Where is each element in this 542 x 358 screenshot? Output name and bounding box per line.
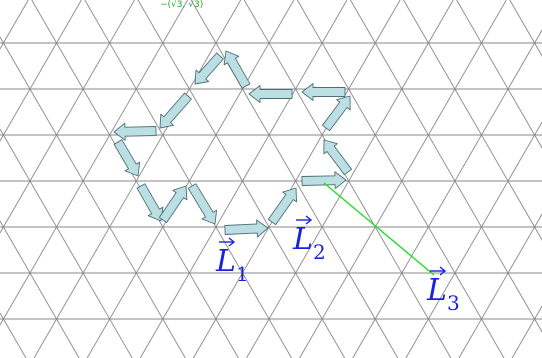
lattice-step-arrow: [113, 122, 157, 141]
lattice-step-arrow: [194, 52, 224, 85]
grid-line-diagonal-rising: [86, 0, 295, 358]
lattice-step-arrow: [248, 85, 293, 103]
grid-line-diagonal-falling: [350, 0, 542, 333]
l3-letter: L: [426, 273, 447, 308]
grid-line-diagonal-falling: [0, 220, 80, 358]
grid-line-diagonal-falling: [296, 0, 505, 358]
grid-line-diagonal-rising: [0, 0, 135, 234]
l1-subscript: 1: [236, 262, 249, 286]
grid-line-diagonal-rising: [0, 0, 189, 326]
grid-line-diagonal-rising: [458, 213, 542, 358]
l3-connector-line: [323, 182, 435, 276]
lattice-step-arrow: [224, 219, 269, 238]
l2-letter: L: [292, 222, 313, 257]
hexagonal-arrow-loop: [113, 50, 353, 238]
grid-line-diagonal-rising: [193, 0, 401, 358]
grid-line-diagonal-rising: [299, 0, 507, 358]
grid-line-diagonal-rising: [0, 0, 29, 50]
l3-subscript: 3: [447, 291, 460, 315]
grid-line-diagonal-falling: [243, 0, 452, 358]
grid-line-diagonal-rising: [352, 29, 542, 358]
l2-subscript: 2: [313, 240, 326, 264]
label-l3: L 3: [426, 266, 460, 315]
grid-line-diagonal-falling: [403, 0, 542, 241]
label-l1: L 1: [215, 237, 249, 286]
lattice-step-arrow: [301, 83, 346, 101]
grid-line-diagonal-rising: [511, 305, 542, 358]
lattice-step-arrow: [136, 183, 164, 222]
lattice-step-arrow: [158, 185, 188, 223]
lattice-step-arrow: [321, 95, 351, 132]
grid-line-diagonal-falling: [0, 36, 186, 358]
lattice-step-arrow: [187, 183, 218, 225]
lattice-step-arrow: [159, 92, 192, 129]
grid-line-diagonal-falling: [137, 0, 346, 358]
grid-line-diagonal-rising: [246, 0, 454, 358]
grid-line-diagonal-falling: [31, 0, 239, 358]
lattice-step-arrow: [267, 187, 298, 226]
grid-line-diagonal-rising: [33, 0, 242, 358]
label-l2: L 2: [292, 215, 326, 264]
grid-line-diagonal-falling: [84, 0, 292, 358]
grid-line-diagonal-falling: [0, 312, 27, 358]
lattice-step-arrow: [323, 139, 353, 176]
grid-line-diagonal-rising: [405, 121, 542, 358]
lattice-step-arrow: [301, 171, 347, 190]
grid-line-diagonal-falling: [456, 0, 542, 149]
lattice-step-arrow: [113, 139, 141, 177]
grid-line-diagonal-falling: [0, 128, 133, 358]
top-fragment-text: −(√3, √3): [160, 0, 203, 10]
lattice-step-arrow: [223, 50, 251, 89]
grid-line-diagonal-falling: [190, 0, 399, 358]
grid-line-diagonal-rising: [139, 0, 348, 358]
l1-letter: L: [215, 244, 236, 279]
grid-line-diagonal-rising: [0, 0, 82, 142]
